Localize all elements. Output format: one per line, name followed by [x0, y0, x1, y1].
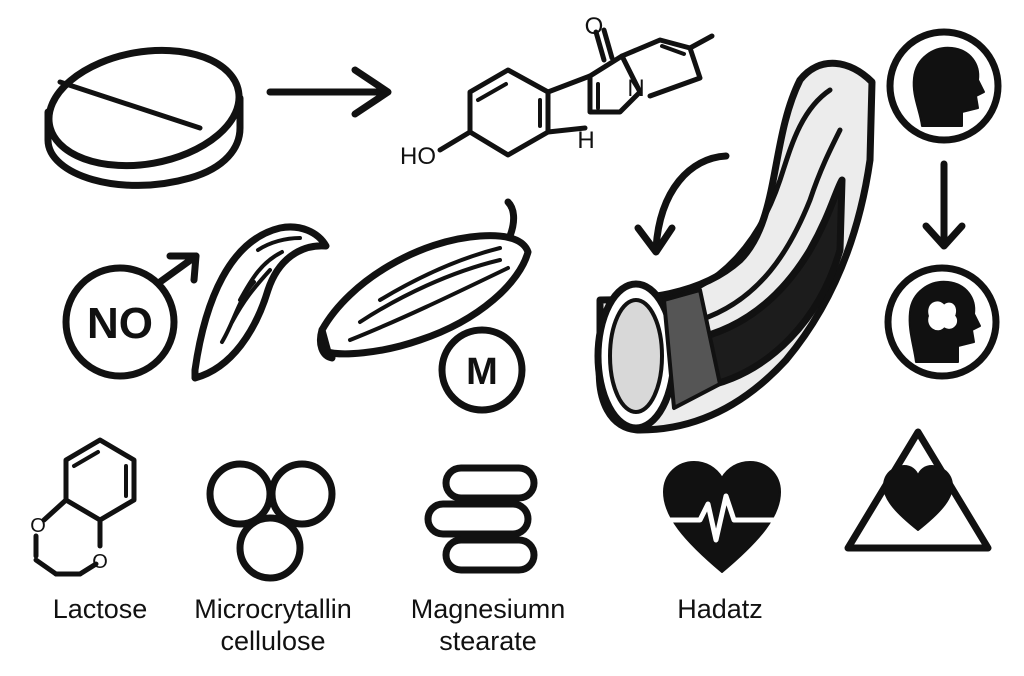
smooth-muscle-strand-icon	[191, 223, 330, 382]
mcc-label-line1: Microcrytallin	[194, 594, 352, 624]
right-arrow-icon	[266, 66, 392, 118]
atom-lactose-o1: O	[30, 515, 46, 537]
nitric-oxide-badge-label: NO	[87, 299, 153, 348]
curved-arrow-icon	[634, 152, 730, 256]
heart-label: Hadatz	[677, 594, 763, 624]
atom-oxygen: O	[585, 13, 604, 40]
nitric-oxide-badge	[62, 252, 200, 380]
mgst-label-line2: stearate	[439, 626, 537, 656]
head-brain-icon	[884, 264, 1000, 380]
atom-hydroxyl: HO	[400, 143, 436, 170]
lactose-label: Lactose	[52, 594, 148, 624]
cellulose-particles-icon	[206, 460, 336, 582]
m-badge-circle	[438, 326, 526, 414]
atom-lactose-o2: O	[92, 551, 108, 573]
atom-nitrogen: N	[627, 75, 644, 102]
cardiac-warning-icon	[844, 428, 992, 552]
blood-vessel-icon	[594, 59, 876, 434]
tablet-icon	[44, 46, 244, 189]
head-profile-icon	[886, 28, 1002, 144]
down-arrow-icon	[922, 160, 966, 250]
muscle-fiber-icon	[316, 198, 532, 362]
mgst-label-line1: Magnesiumn	[410, 594, 566, 624]
magnesium-stearate-stack-icon	[424, 464, 538, 574]
lactose-structure	[33, 437, 137, 577]
atom-hydrogen: H	[577, 127, 594, 154]
mcc-label-line2: cellulose	[220, 626, 326, 656]
molecule-structure	[437, 27, 715, 158]
m-badge-label: M	[466, 351, 498, 393]
heart-ecg-icon	[663, 461, 781, 573]
